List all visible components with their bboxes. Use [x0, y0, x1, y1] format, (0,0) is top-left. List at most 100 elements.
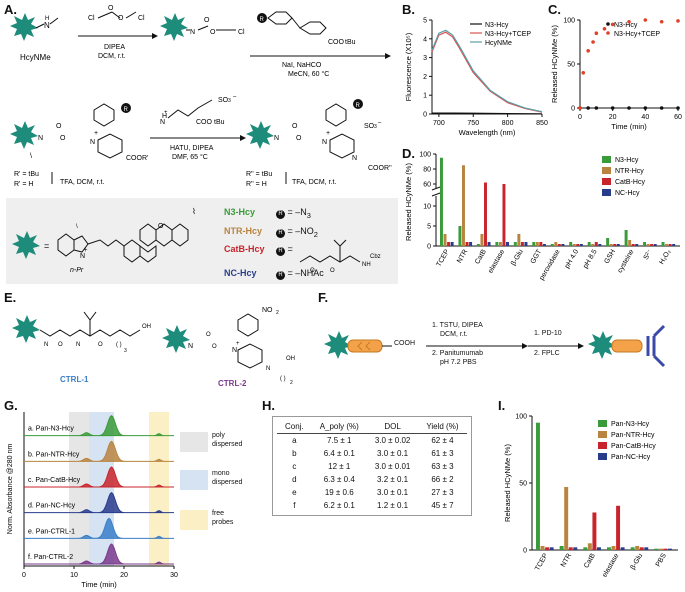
bar-0: [606, 238, 610, 246]
table-cell: 6.4 ± 0.1: [323, 449, 355, 458]
table-cell: 63 ± 3: [431, 462, 454, 471]
legend-mono-2: dispersed: [212, 479, 243, 486]
bar-0: [569, 242, 573, 246]
probe-catb-hcy: CatB-Hcy: [224, 244, 265, 254]
table-cell: 3.2 ± 0.1: [377, 475, 409, 484]
table-cell: b: [292, 449, 297, 458]
cooh-label: COOH: [394, 340, 415, 347]
data-point: [602, 27, 607, 31]
region-0: [69, 412, 89, 566]
linker-cleavable-icon: [347, 339, 383, 353]
bar-0: [495, 242, 499, 246]
chromatogram-0: [24, 415, 174, 437]
svg-text:Cbz: Cbz: [370, 254, 381, 260]
step-fplc: 2. FPLC: [534, 350, 560, 357]
panel-label-f: F.: [318, 290, 329, 305]
bar-0: [661, 242, 665, 246]
x-tick-label: 60: [674, 114, 682, 121]
svg-text:+: +: [84, 248, 88, 254]
tfa-label: TFA, DCM, r.t.: [60, 179, 104, 186]
step-pbs: pH 7.2 PBS: [440, 359, 477, 366]
bar-2: [568, 547, 573, 550]
x-tick-label: 750: [467, 120, 479, 127]
svg-text:NH: NH: [362, 262, 371, 268]
dye-star-icon: [160, 13, 188, 41]
axis-break: [431, 186, 441, 191]
x-tick-label: pH 8.5: [582, 248, 598, 269]
bar-0: [587, 242, 591, 246]
x-tick-label: β-Glu: [510, 248, 525, 267]
data-point: [659, 19, 664, 24]
x-tick-label: PBS: [655, 552, 668, 568]
step-tstu: 1. TSTU, DIPEA: [432, 322, 483, 329]
hatu-label: HATU, DIPEA: [170, 145, 214, 152]
svg-text:O: O: [296, 135, 302, 142]
r-group-icon: R = –NHAc: [276, 268, 324, 280]
svg-text:tBu: tBu: [214, 119, 225, 126]
x-tick-label: 20: [609, 114, 617, 121]
svg-text:O: O: [210, 29, 216, 36]
svg-text:( ): ( ): [280, 376, 286, 382]
trace-label: a. Pan-N3-Hcy: [28, 426, 74, 433]
bar-0: [532, 242, 536, 246]
legend-label: N3-Hcy: [485, 22, 509, 29]
synthesis-scheme: HcyNMe N H Cl O O Cl DIPEA DCM, r.t. N O…: [6, 5, 398, 284]
bar-2: [631, 244, 635, 246]
legend-label: NC-Hcy: [615, 190, 640, 197]
r-group-icon: [353, 99, 363, 109]
svg-text:\: \: [76, 224, 78, 230]
cooR-label: COO: [328, 39, 345, 46]
x-tick-label: pH 4.0: [564, 248, 580, 269]
y-tick-label: 1: [423, 93, 427, 100]
svg-text:R: R: [124, 107, 129, 113]
bar-0: [550, 244, 554, 246]
svg-text:O: O: [310, 268, 315, 274]
y-tick-label: 50: [519, 481, 527, 488]
chromatogram-5: [24, 543, 174, 565]
y-tick-label: 5: [423, 18, 427, 25]
x-tick-label: 0: [578, 114, 582, 121]
legend-swatch: [598, 453, 607, 460]
data-point: [676, 19, 680, 23]
bar-1: [628, 240, 632, 246]
svg-text:O: O: [158, 223, 164, 230]
trace-label: b. Pan-NTR-Hcy: [28, 451, 80, 458]
table-cell: 3.0 ± 0.01: [374, 462, 411, 471]
svg-text:N: N: [232, 347, 237, 354]
bar-3: [672, 244, 676, 246]
bar-1: [572, 244, 576, 246]
probe-ntr-hcy: NTR-Hcy: [224, 226, 263, 236]
bar-3: [450, 242, 454, 246]
svg-text:O: O: [98, 342, 103, 348]
data-point: [610, 22, 615, 27]
step1-solvent: DCM, r.t.: [98, 53, 126, 60]
dye-star-icon: [246, 121, 274, 149]
x-tick-label: TCEP: [436, 248, 452, 268]
svg-text:COOR'': COOR'': [368, 165, 392, 172]
x-tick-label: CatB: [474, 248, 488, 265]
col-conj: Conj.: [277, 420, 312, 434]
bar-1: [646, 244, 650, 246]
bar-0: [458, 226, 462, 246]
y-tick-label: 3: [423, 55, 427, 62]
bar-2: [520, 242, 524, 246]
svg-text:N: N: [44, 342, 48, 348]
r-group-icon: [257, 13, 267, 23]
table-cell: 3.0 ± 0.1: [377, 449, 409, 458]
svg-text:3: 3: [124, 348, 127, 354]
bar-1: [658, 548, 663, 550]
svg-text:O: O: [330, 268, 335, 274]
legend-swatch: [606, 22, 610, 26]
legend-swatch: [598, 420, 607, 427]
bar-0: [643, 242, 647, 246]
coor-prime-label: COOR': [126, 155, 148, 162]
x-tick-label: S²⁻: [643, 248, 655, 261]
y-tick-label: 0: [427, 244, 431, 251]
bar-2: [484, 182, 487, 246]
step2-reagent: NaI, NaHCO: [282, 62, 322, 69]
data-point: [586, 106, 590, 110]
svg-text:COO: COO: [196, 119, 213, 126]
